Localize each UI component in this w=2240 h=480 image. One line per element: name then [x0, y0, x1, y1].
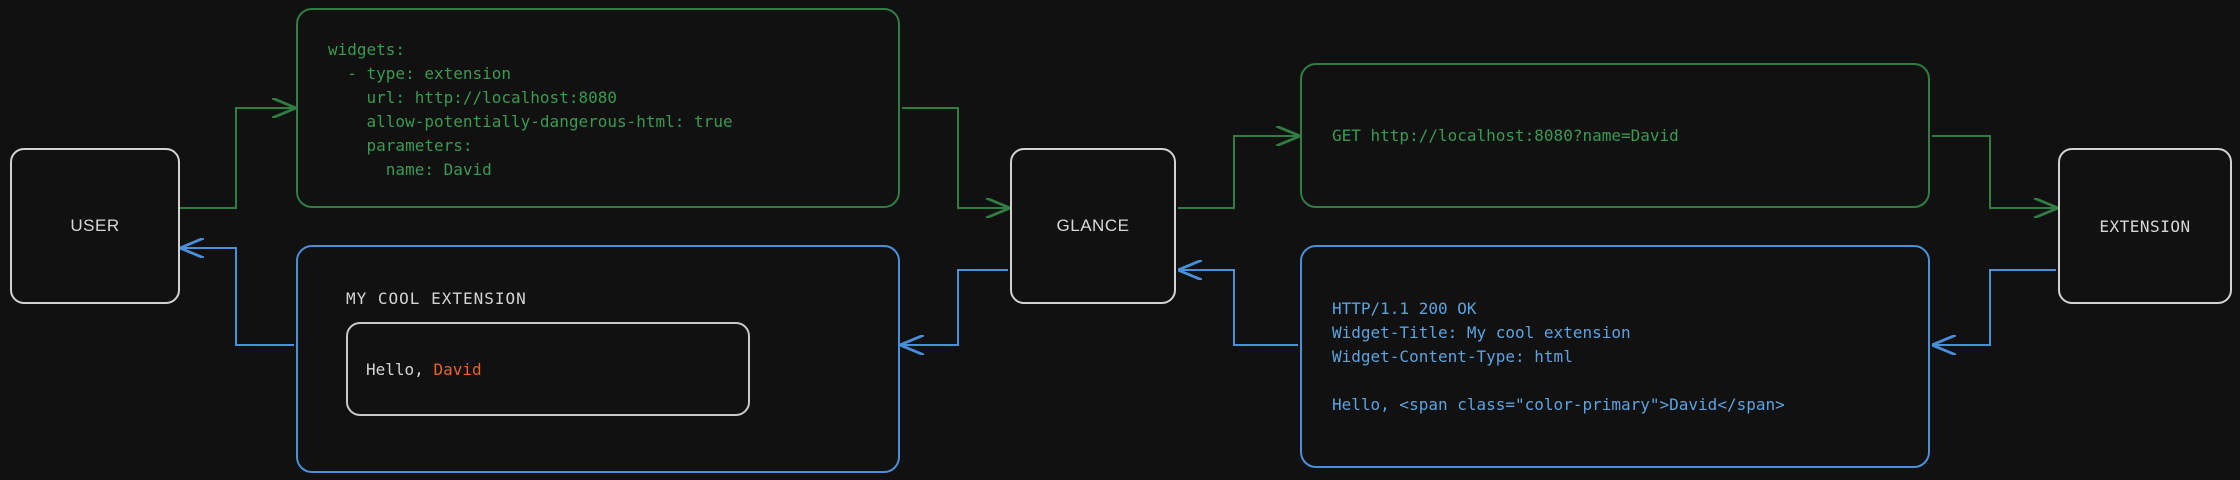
- edge-config-to-glance: [902, 107, 1008, 208]
- widget-greeting-text: Hello,: [366, 359, 434, 379]
- edge-user-to-config: [180, 108, 294, 209]
- config-yaml-text: widgets: - type: extension url: http://l…: [328, 40, 733, 179]
- node-extension[interactable]: EXTENSION: [2058, 148, 2232, 304]
- node-glance-label: GLANCE: [1056, 216, 1130, 235]
- edge-response-to-glance: [1180, 270, 1298, 346]
- edge-widget-to-user: [182, 248, 294, 346]
- node-user-label: USER: [70, 216, 120, 235]
- http-request-text: GET http://localhost:8080?name=David: [1332, 125, 1679, 145]
- http-response-box: HTTP/1.1 200 OK Widget-Title: My cool ex…: [1300, 245, 1930, 468]
- edge-extension-to-response: [1934, 269, 2056, 345]
- http-response-text: HTTP/1.1 200 OK Widget-Title: My cool ex…: [1332, 298, 1785, 414]
- edge-request-to-extension: [1932, 135, 2056, 208]
- node-user[interactable]: USER: [10, 148, 180, 304]
- widget-name-highlight: David: [433, 359, 482, 379]
- edge-glance-to-request: [1178, 136, 1298, 209]
- node-extension-label: EXTENSION: [2099, 216, 2191, 236]
- edge-glance-to-widget: [902, 269, 1008, 345]
- config-yaml-box: widgets: - type: extension url: http://l…: [296, 8, 900, 208]
- node-glance[interactable]: GLANCE: [1010, 148, 1176, 304]
- widget-preview-title: MY COOL EXTENSION: [346, 289, 527, 308]
- widget-preview-card: Hello, David: [346, 322, 750, 416]
- http-request-box: GET http://localhost:8080?name=David: [1300, 63, 1930, 208]
- widget-preview-card-text: Hello, David: [366, 360, 482, 379]
- widget-preview-box: MY COOL EXTENSION Hello, David: [296, 245, 900, 473]
